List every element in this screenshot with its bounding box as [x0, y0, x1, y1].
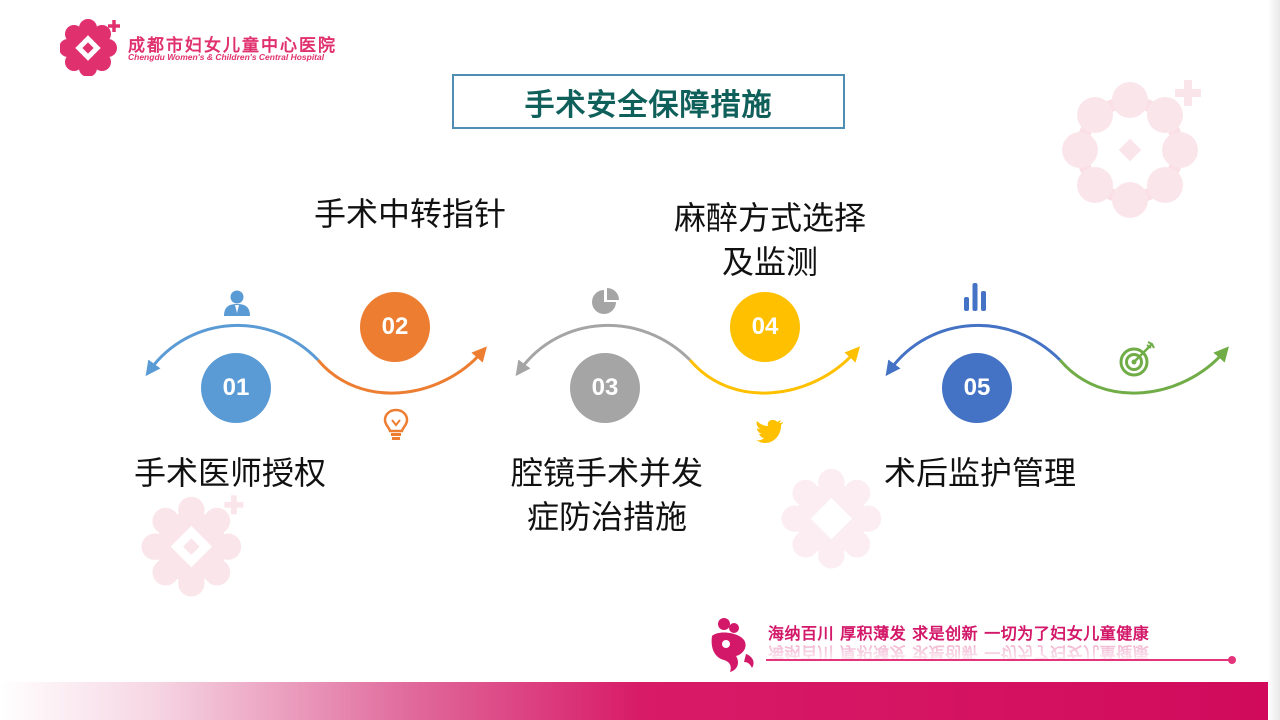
page-title: 手术安全保障措施 — [524, 87, 773, 123]
step-number-05: 05 — [942, 353, 1012, 423]
step-label-03: 腔镜手术并发 症防治措施 — [487, 451, 727, 539]
step-label-04: 麻醉方式选择 及监测 — [650, 196, 890, 284]
watermark-flower-icon — [1062, 80, 1201, 218]
footer-slogan-area: 海纳百川 厚积薄发 求是创新 一切为了妇女儿童健康 海纳百川 厚积薄发 求是创新… — [700, 612, 1240, 676]
watermark-flower-icon — [781, 468, 882, 569]
step-number-03: 03 — [570, 353, 640, 423]
step-label-04-line1: 麻醉方式选择 — [673, 199, 866, 237]
step-number-02: 02 — [360, 292, 430, 362]
curve-yellow-arrow — [688, 346, 861, 395]
pie-chart-icon — [592, 288, 619, 314]
footer-band — [0, 682, 1280, 720]
mother-child-figure-icon — [711, 618, 754, 672]
target-icon — [1119, 341, 1155, 377]
title-box: 手术安全保障措施 — [452, 74, 845, 129]
curve-gray-arrow — [515, 323, 692, 377]
watermark-flower-icon — [141, 495, 244, 597]
step-label-01: 手术医师授权 — [133, 454, 326, 492]
step-label-03-line1: 腔镜手术并发 — [510, 454, 703, 492]
step-label-02: 手术中转指针 — [313, 195, 506, 233]
lightbulb-icon — [383, 408, 409, 440]
step-label-05: 术后监护管理 — [883, 454, 1076, 492]
curve-orange-arrow — [316, 346, 487, 395]
slide-edge — [1268, 0, 1280, 720]
step-number-04: 04 — [730, 292, 800, 362]
curve-blue-arrow — [145, 323, 320, 377]
step-label-04-line2: 及监测 — [721, 243, 818, 281]
step-label-03-line2: 症防治措施 — [526, 498, 687, 536]
footer-slogan-dot — [1228, 656, 1236, 664]
curve-green-arrow — [1058, 346, 1229, 395]
person-icon — [224, 290, 250, 316]
footer-slogan: 海纳百川 厚积薄发 求是创新 一切为了妇女儿童健康 — [768, 624, 1150, 643]
hospital-name-en: Chengdu Women's & Children's Central Hos… — [128, 52, 325, 62]
hospital-name-cn: 成都市妇女儿童中心医院 — [128, 36, 337, 56]
bar-chart-icon — [964, 283, 986, 311]
step-number-01: 01 — [201, 353, 271, 423]
bird-icon — [756, 420, 783, 443]
footer-slogan-underline — [766, 659, 1232, 661]
footer-slogan-reflection: 海纳百川 厚积薄发 求是创新 一切为了妇女儿童健康 — [768, 643, 1150, 662]
curve-darkblue-arrow — [885, 323, 1062, 377]
hospital-logo-icon — [60, 19, 120, 76]
